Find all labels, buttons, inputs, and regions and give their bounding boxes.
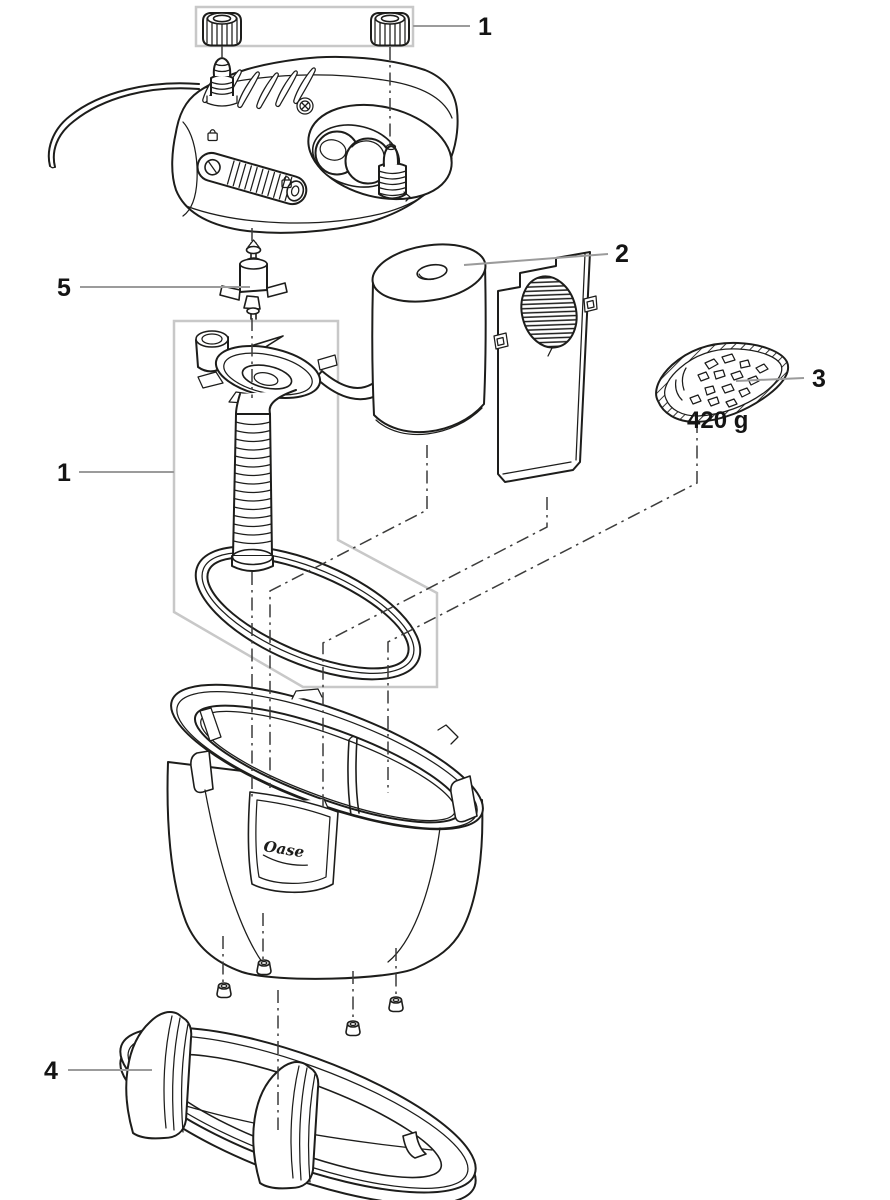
impeller-blade <box>219 285 241 301</box>
impeller <box>219 239 288 320</box>
plate-clip <box>583 295 598 313</box>
clamp-slider <box>196 151 308 206</box>
filter-media-bag <box>655 341 789 423</box>
logo-panel <box>247 791 339 894</box>
filter-container: Oase <box>166 683 484 980</box>
cup-wing <box>317 354 338 371</box>
cap-left <box>202 12 242 47</box>
assembly-axis-lines <box>221 46 698 1130</box>
base-notch <box>402 1131 427 1159</box>
inlet-fitting <box>206 57 238 107</box>
filter-cartridge <box>371 243 487 436</box>
cap-right <box>370 12 410 47</box>
intake-tube <box>231 413 274 572</box>
callout-media: 3 <box>812 365 826 393</box>
bio-media-granules <box>689 353 769 408</box>
grille-plate <box>493 251 598 483</box>
callout-intake: 1 <box>57 459 71 487</box>
plate-clip <box>493 332 509 350</box>
latch-hook-right <box>450 775 478 823</box>
impeller-blade <box>266 282 288 298</box>
cup-wing <box>197 371 224 389</box>
base-fin-left <box>125 1011 193 1140</box>
hose-connection-caps <box>202 12 410 47</box>
screw <box>296 97 314 115</box>
latch-hook-left <box>190 750 214 794</box>
rim-slot <box>199 707 222 742</box>
grille-opening <box>520 275 578 349</box>
base-stand <box>119 1011 477 1200</box>
callout-base: 4 <box>44 1057 58 1085</box>
media-weight-label: 420 g <box>687 407 748 434</box>
rim-tab <box>291 688 323 700</box>
pump-chamber-recess <box>307 103 453 201</box>
group-box-intake-unit <box>172 319 439 689</box>
seal-gasket <box>194 545 422 681</box>
pump-head <box>47 55 459 234</box>
rim-tab <box>437 724 459 745</box>
power-cable <box>47 82 200 169</box>
callout-impeller: 5 <box>57 274 71 302</box>
callout-caps: 1 <box>478 13 492 41</box>
outlet-port <box>378 143 411 202</box>
callout-cartridge: 2 <box>615 240 629 268</box>
callouts: 1 2 3 420 g 5 1 4 <box>44 13 826 1085</box>
impeller-blade <box>243 295 261 310</box>
divider-fin <box>347 739 352 816</box>
